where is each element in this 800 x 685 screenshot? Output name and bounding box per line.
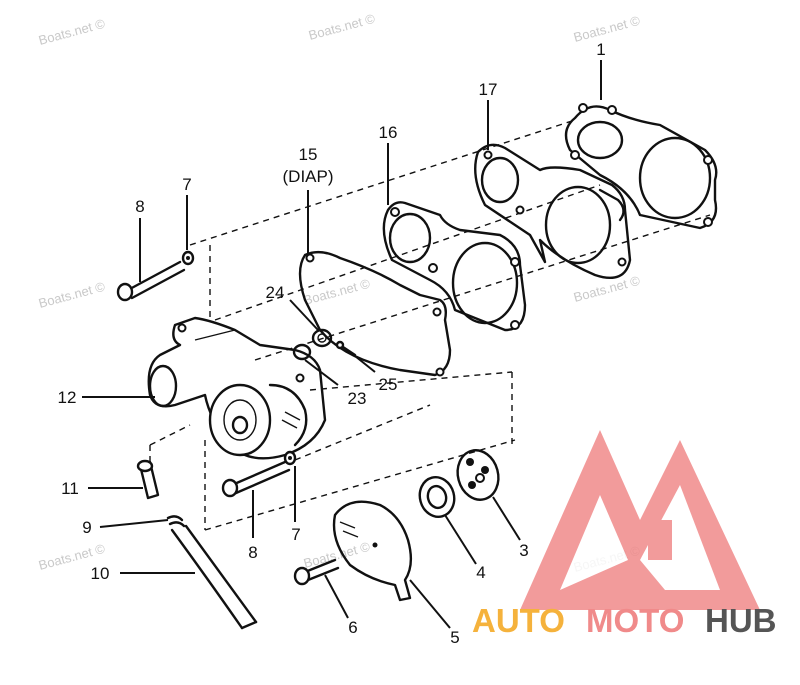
label-part-15: 15 <box>299 145 318 164</box>
part-1-gasket <box>564 103 718 230</box>
part-7-washer-top <box>181 250 195 266</box>
label-part-7-bottom: 7 <box>291 525 300 544</box>
label-part-7-top: 7 <box>182 175 191 194</box>
label-part-8-bottom: 8 <box>248 543 257 562</box>
watermark: Boats.net © <box>37 279 107 311</box>
label-part-8-top: 8 <box>135 197 144 216</box>
part-3-valve-plate <box>456 449 500 501</box>
label-part-4: 4 <box>476 563 485 582</box>
leader-lines <box>82 60 602 629</box>
part-5-cover <box>332 500 413 602</box>
part-12-pump-body <box>147 316 327 460</box>
part-4-gasket <box>418 475 456 519</box>
part-25-screw <box>335 340 357 357</box>
part-15-diaphragm <box>298 250 452 377</box>
label-part-9: 9 <box>82 518 91 537</box>
part-10-hose <box>170 524 258 630</box>
alignment-lines <box>149 119 711 531</box>
part-6-screw <box>293 558 340 586</box>
label-part-1: 1 <box>596 40 605 59</box>
label-part-25: 25 <box>379 375 398 394</box>
part-16-gasket <box>382 201 527 332</box>
label-part-3: 3 <box>519 541 528 560</box>
automotohub-logo: AUTO MOTO HUB <box>472 430 777 639</box>
part-17-plate <box>474 143 632 280</box>
label-part-24: 24 <box>266 283 285 302</box>
part-7-washer-bottom <box>283 450 297 466</box>
watermark: Boats.net © <box>572 13 642 45</box>
watermark: Boats.net © <box>37 16 107 48</box>
label-part-10: 10 <box>91 564 110 583</box>
label-part-11: 11 <box>61 479 79 498</box>
logo-word-moto: MOTO <box>586 602 684 639</box>
logo-mark-icon <box>520 430 760 610</box>
part-11-fitting <box>136 459 160 500</box>
watermark: Boats.net © <box>307 11 377 43</box>
part-24-valve <box>311 328 333 348</box>
part-9-clamp <box>166 515 186 528</box>
label-part-17: 17 <box>479 80 498 99</box>
label-part-12: 12 <box>58 388 77 407</box>
logo-word-hub: HUB <box>705 602 777 639</box>
logo-word-auto: AUTO <box>472 602 565 639</box>
label-part-23: 23 <box>348 389 367 408</box>
watermark: Boats.net © <box>302 276 372 308</box>
part-8-screw-bottom <box>221 460 291 498</box>
part-8-screw-top <box>116 260 186 302</box>
label-part-5: 5 <box>450 628 459 647</box>
part-labels: 1 17 16 15 (DIAP) 7 8 24 25 23 12 11 9 1… <box>58 40 606 647</box>
label-part-15-note: (DIAP) <box>283 167 334 186</box>
label-part-6: 6 <box>348 618 357 637</box>
part-23-valve <box>292 343 312 361</box>
label-part-16: 16 <box>379 123 398 142</box>
